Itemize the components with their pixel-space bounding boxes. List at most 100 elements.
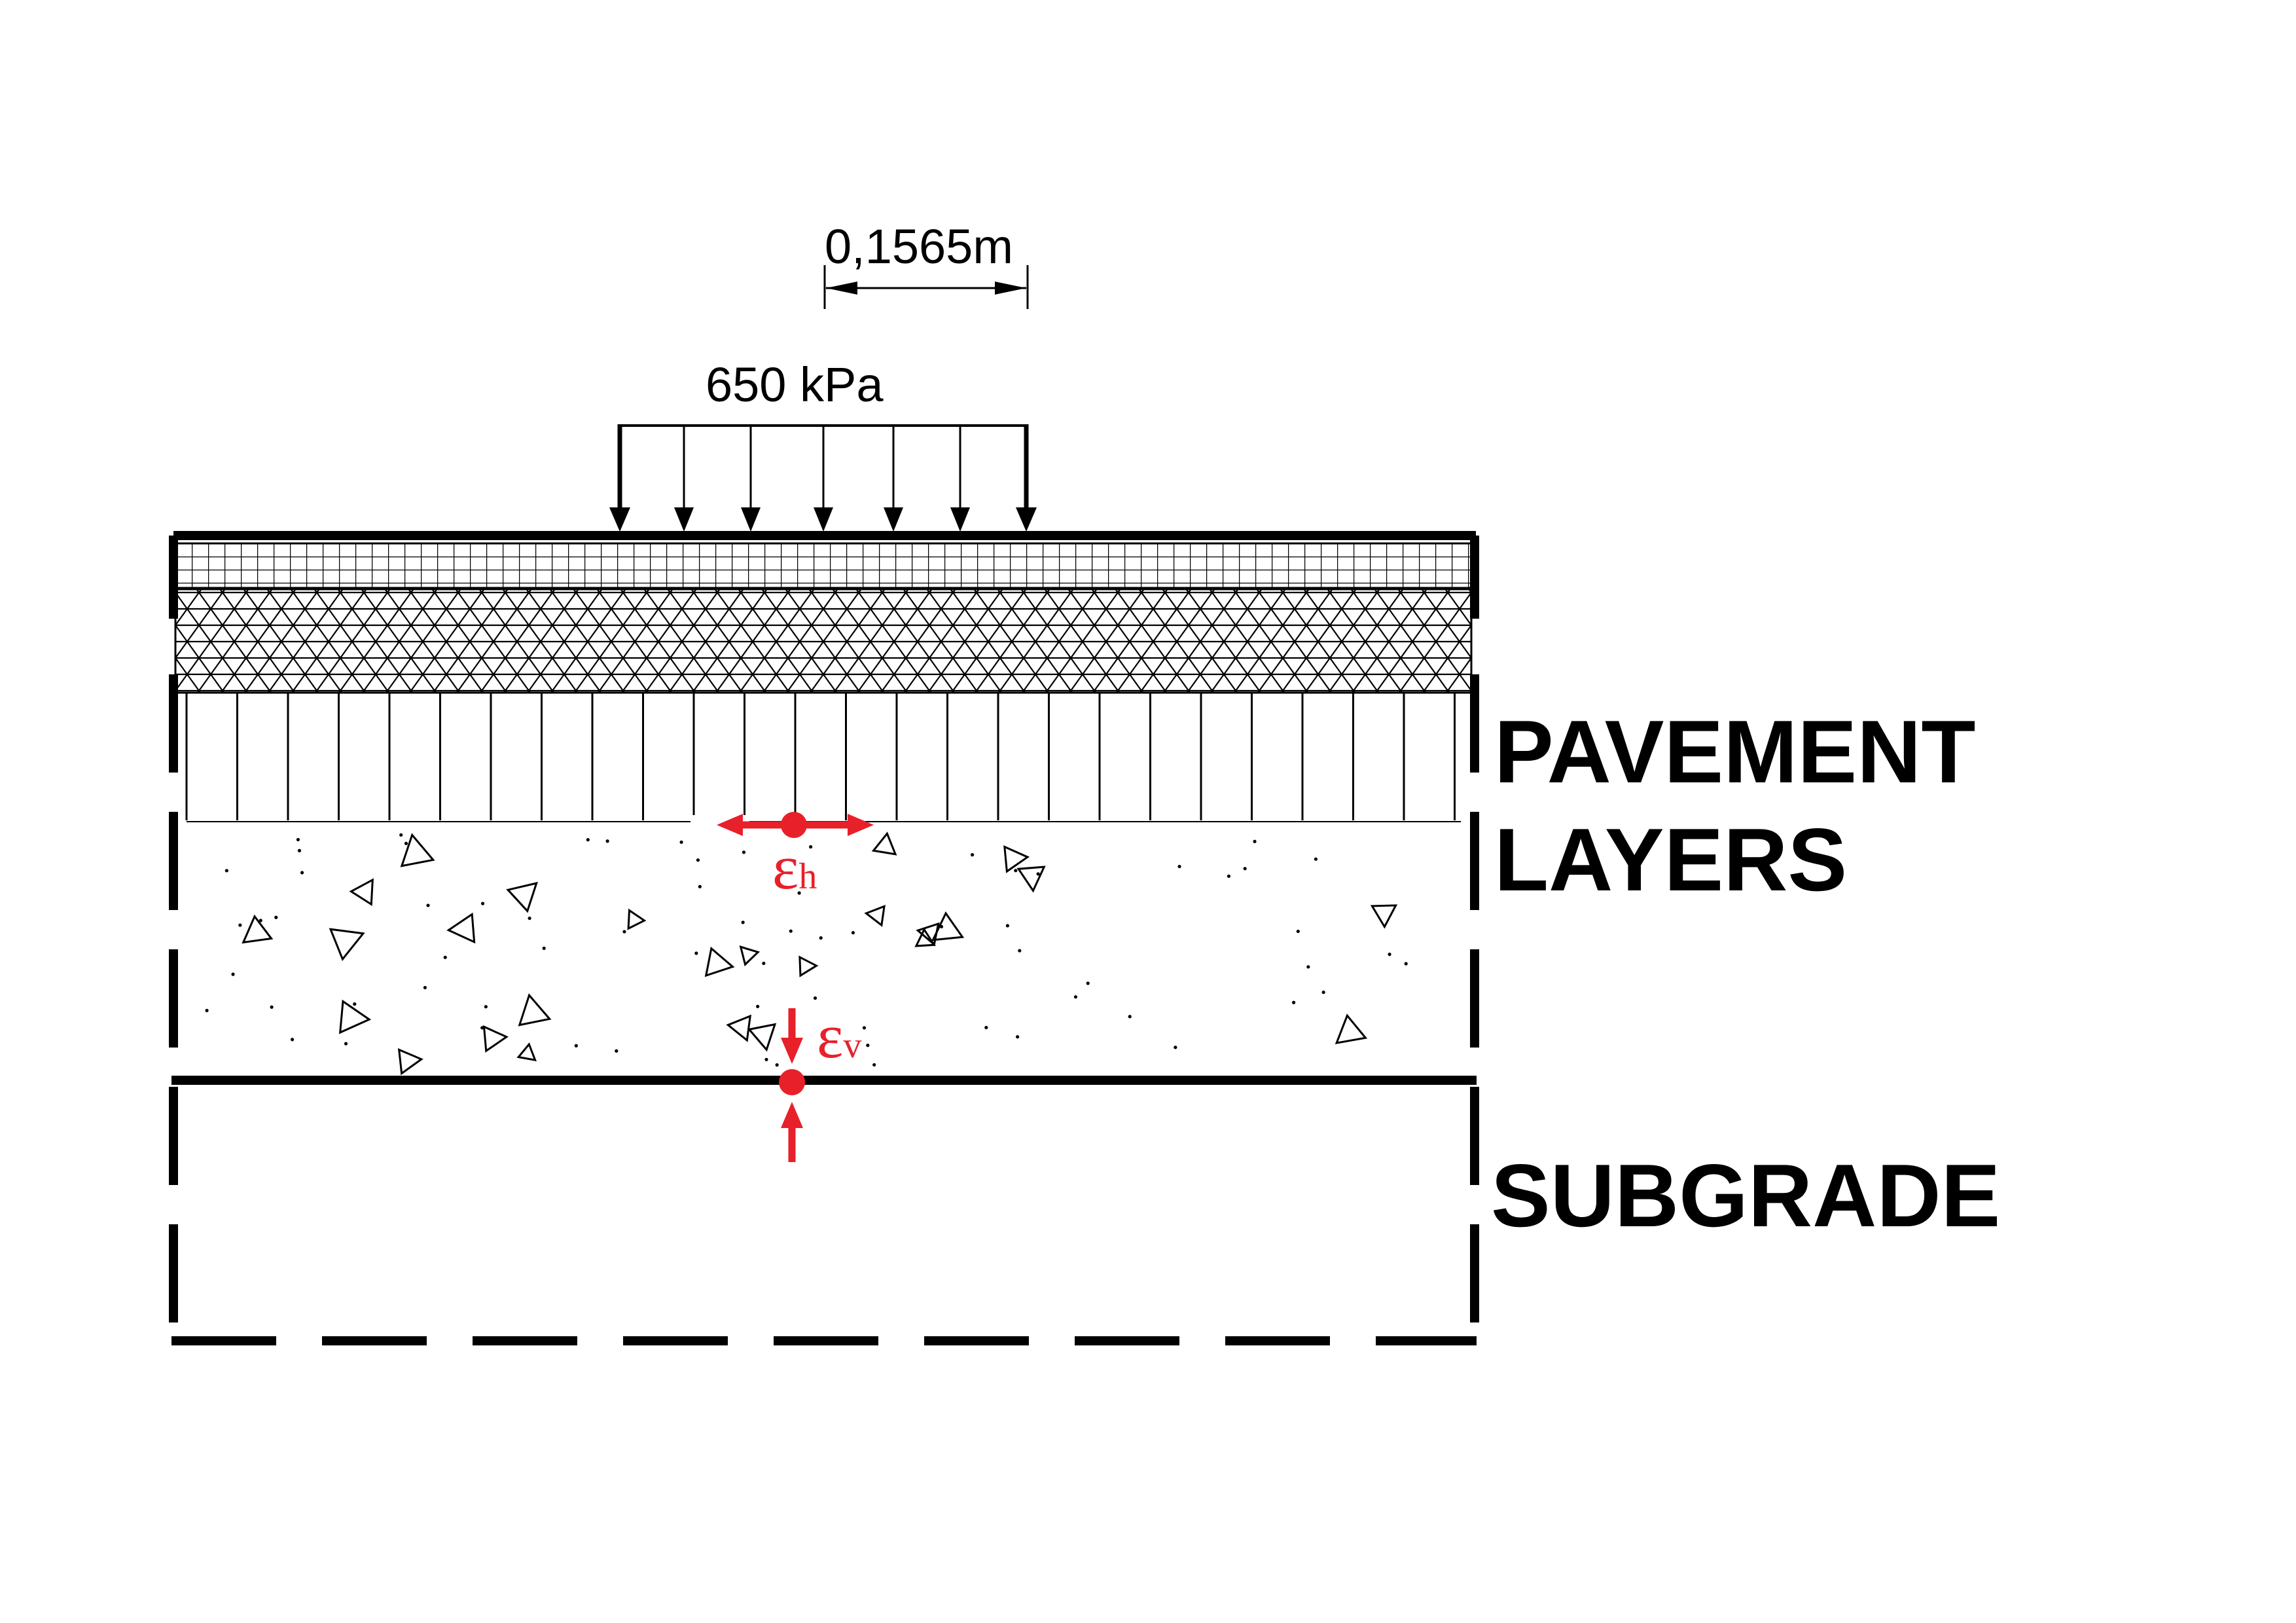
aggregate-dot	[797, 891, 801, 895]
aggregate-dot	[542, 946, 546, 950]
aggregate-dot	[1306, 965, 1310, 969]
surface-layer-hatch	[174, 542, 1473, 589]
subbase-aggregate-texture	[205, 831, 1408, 1076]
aggregate-dot	[679, 840, 683, 844]
aggregate-triangle	[1335, 1013, 1368, 1045]
load-arrowhead	[950, 507, 970, 532]
aggregate-triangle	[516, 1042, 537, 1062]
aggregate-triangle	[871, 831, 897, 856]
load-annotation: 650 kPa	[609, 357, 1037, 532]
horizontal-strain-point	[781, 812, 807, 838]
pavement-layers-label-line2: LAYERS	[1494, 810, 1847, 909]
aggregate-dot	[300, 871, 304, 875]
aggregate-dot	[789, 929, 793, 933]
aggregate-triangle	[1016, 866, 1046, 893]
load-arrowhead	[674, 507, 694, 532]
vertical-strain-label: εv	[817, 1001, 861, 1071]
strain-arrowhead-bottom	[781, 1102, 803, 1128]
aggregate-triangle	[338, 999, 372, 1034]
aggregate-dot	[586, 838, 590, 842]
aggregate-triangle	[397, 1048, 423, 1076]
aggregate-triangle	[482, 1025, 509, 1053]
strain-arrowhead-left	[717, 814, 743, 836]
aggregate-dot	[1177, 864, 1181, 869]
aggregate-dot	[742, 850, 746, 854]
aggregate-triangle	[329, 928, 365, 961]
aggregate-dot	[274, 915, 278, 919]
aggregate-dot	[399, 833, 403, 837]
dimension-annotation: 0,1565m	[823, 219, 1029, 309]
aggregate-dot	[443, 955, 447, 959]
aggregate-dot	[1036, 872, 1040, 876]
aggregate-dot	[813, 996, 817, 1000]
aggregate-dot	[1014, 869, 1018, 873]
aggregate-dot	[1073, 995, 1078, 999]
load-block-outline	[619, 424, 1028, 427]
strain-arrowhead-top	[781, 1038, 803, 1064]
aggregate-triangle	[349, 878, 374, 906]
aggregate-dot	[1018, 949, 1022, 953]
aggregate-dot	[851, 931, 855, 935]
aggregate-triangle	[400, 833, 435, 867]
aggregate-triangle	[747, 1023, 777, 1052]
aggregate-dot	[862, 1026, 867, 1030]
aggregate-dot	[344, 1042, 348, 1046]
aggregate-dot	[404, 841, 408, 845]
pavement-layers-label-line1: PAVEMENT	[1494, 702, 1975, 801]
aggregate-triangle	[446, 912, 476, 944]
aggregate-triangle	[864, 905, 886, 927]
aggregate-dot	[1253, 839, 1257, 843]
aggregate-dot	[259, 919, 262, 922]
aggregate-dot	[698, 884, 702, 888]
aggregate-dot	[480, 902, 485, 905]
load-arrowhead	[1016, 507, 1037, 532]
aggregate-dot	[764, 1057, 768, 1061]
aggregate-dot	[1174, 1046, 1177, 1049]
aggregate-dot	[939, 924, 944, 928]
aggregate-triangle	[798, 955, 819, 977]
aggregate-triangle	[704, 946, 735, 977]
aggregate-dot	[1314, 857, 1318, 861]
epsilon-symbol: ε	[817, 1001, 843, 1071]
aggregate-dot	[484, 1005, 488, 1009]
aggregate-dot	[291, 1038, 295, 1042]
subgrade-label: SUBGRADE	[1491, 1146, 2000, 1245]
aggregate-dot	[480, 1026, 484, 1030]
surface-layer	[173, 531, 1476, 589]
aggregate-dot	[819, 936, 823, 940]
aggregate-dot	[971, 853, 975, 857]
load-arrowhead	[814, 507, 833, 532]
aggregate-triangle	[1370, 904, 1398, 929]
aggregate-dot	[1005, 924, 1009, 928]
aggregate-dot	[605, 839, 609, 843]
aggregate-dot	[1086, 981, 1090, 985]
aggregate-dot	[984, 1025, 988, 1030]
horizontal-strain-label: εh	[772, 832, 817, 902]
aggregate-dot	[423, 985, 427, 990]
vertical-hatch-layer	[185, 693, 1456, 820]
aggregate-triangle	[506, 881, 538, 913]
aggregate-dot	[696, 858, 700, 862]
load-arrowhead	[609, 507, 630, 532]
load-arrows	[609, 427, 1037, 532]
aggregate-triangle	[931, 911, 965, 941]
aggregate-dot	[231, 972, 235, 976]
aggregate-dot	[574, 1044, 578, 1048]
strain-arrowhead-right	[848, 814, 874, 836]
vertical-strain-marker: εv	[779, 1001, 861, 1162]
dimension-arrowhead-right	[995, 282, 1026, 295]
strain-subscript: v	[843, 1025, 861, 1066]
aggregate-dot	[238, 923, 242, 927]
aggregate-triangle	[242, 914, 274, 944]
aggregate-dot	[1296, 929, 1300, 934]
aggregate-dot	[1128, 1015, 1132, 1019]
aggregate-dot	[353, 1002, 357, 1006]
aggregate-dot	[866, 1044, 870, 1048]
aggregate-dot	[615, 1049, 619, 1053]
aggregate-dot	[205, 1008, 209, 1013]
aggregate-dot	[270, 1005, 274, 1009]
aggregate-triangle	[914, 927, 936, 947]
aggregate-dot	[1227, 874, 1231, 878]
aggregate-dot	[1404, 962, 1408, 966]
